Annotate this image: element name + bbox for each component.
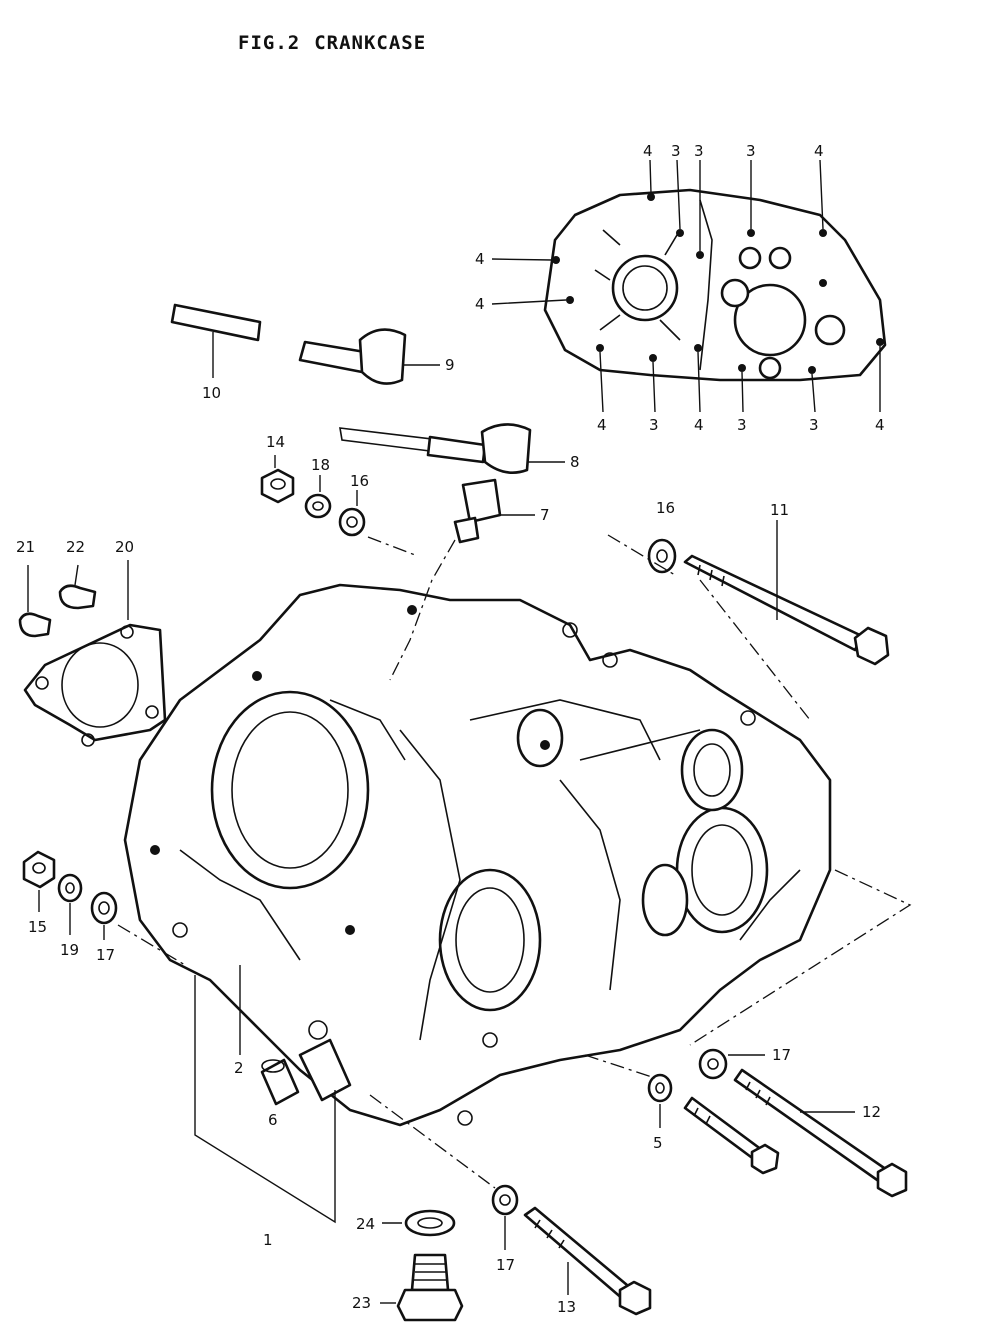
inset-bolt-layout [491, 159, 887, 413]
drain-washer-24 [382, 1209, 456, 1237]
label-20: 20 [115, 538, 134, 556]
washer-5 [647, 1073, 673, 1128]
screw-21 [18, 565, 52, 638]
crankcase-assembly-1 [123, 583, 832, 1127]
dowel-pin-6 [260, 1038, 352, 1106]
label-14: 14 [266, 433, 285, 451]
label-12: 12 [862, 1103, 881, 1121]
label-21: 21 [16, 538, 35, 556]
inset-label-3: 3 [809, 416, 819, 434]
label-11: 11 [770, 501, 789, 519]
label-17: 17 [772, 1046, 791, 1064]
gasket-20 [23, 560, 167, 747]
label-17: 17 [496, 1256, 515, 1274]
alignment-lines [117, 534, 912, 1189]
inset-label-4: 4 [475, 250, 485, 268]
label-5: 5 [653, 1134, 663, 1152]
stud-bolt-11 [647, 520, 890, 666]
figure-name: CRANKCASE [314, 32, 427, 54]
label-23: 23 [352, 1294, 371, 1312]
inset-label-3: 3 [737, 416, 747, 434]
assembly-bracket-1 [194, 975, 336, 1224]
label-16: 16 [350, 472, 369, 490]
washer-17-right [698, 1048, 765, 1080]
figure-title: FIG.2 CRANKCASE [238, 32, 440, 54]
label-1: 1 [263, 1231, 273, 1249]
label-15: 15 [28, 918, 47, 936]
label-6: 6 [268, 1111, 278, 1129]
screw-22 [58, 564, 97, 610]
figure-number: FIG.2 [238, 32, 301, 54]
label-17: 17 [96, 946, 115, 964]
hose-8 [339, 423, 565, 474]
label-7: 7 [540, 506, 550, 524]
bolt-12 [733, 1068, 908, 1198]
nut-14 [260, 455, 295, 504]
nut-15 [22, 850, 56, 912]
bolt-short [683, 1096, 780, 1175]
inset-label-4: 4 [643, 142, 653, 160]
inset-label-4: 4 [694, 416, 704, 434]
lock-washer-19 [57, 873, 83, 935]
inset-label-4: 4 [814, 142, 824, 160]
label-24: 24 [356, 1215, 375, 1233]
drain-plug-23 [380, 1253, 464, 1322]
inset-label-4: 4 [875, 416, 885, 434]
fitting-7 [453, 478, 535, 544]
washer-16 [338, 490, 366, 537]
label-2: 2 [234, 1059, 244, 1077]
inset-label-4: 4 [597, 416, 607, 434]
label-8: 8 [570, 453, 580, 471]
label-16: 16 [656, 499, 675, 517]
washer-17-bottom [491, 1184, 519, 1250]
lock-washer-18 [304, 475, 332, 519]
inset-label-3: 3 [649, 416, 659, 434]
label-10: 10 [202, 384, 221, 402]
inset-label-3: 3 [671, 142, 681, 160]
label-18: 18 [311, 456, 330, 474]
washer-17-left [90, 891, 118, 940]
inset-label-4: 4 [475, 295, 485, 313]
label-9: 9 [445, 356, 455, 374]
label-22: 22 [66, 538, 85, 556]
bolt-13 [523, 1206, 652, 1316]
inset-label-3: 3 [694, 142, 704, 160]
inset-label-3: 3 [746, 142, 756, 160]
breather-hose-10 [170, 303, 262, 378]
label-13: 13 [557, 1298, 576, 1316]
hose-9 [298, 328, 440, 385]
label-19: 19 [60, 941, 79, 959]
